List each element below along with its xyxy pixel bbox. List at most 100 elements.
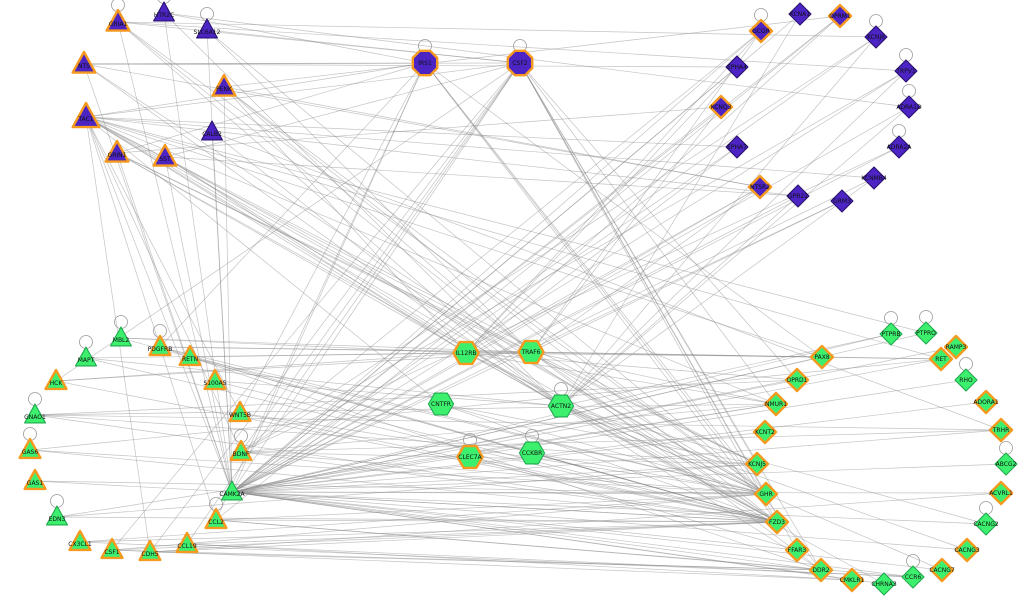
- node-shape-diamond[interactable]: [839, 567, 865, 593]
- node-HTR2C[interactable]: HTR2C: [153, 0, 175, 22]
- node-shape-triangle[interactable]: [71, 50, 97, 74]
- node-CMKLR1[interactable]: CMKLR1: [839, 567, 865, 593]
- node-shape-diamond[interactable]: [901, 565, 925, 589]
- node-shape-triangle[interactable]: [153, 1, 175, 22]
- node-CX3CL1[interactable]: CX3CL1: [68, 529, 92, 552]
- node-NMUR1[interactable]: NMUR1: [763, 391, 789, 417]
- node-shape-triangle[interactable]: [204, 507, 228, 530]
- node-shape-diamond[interactable]: [752, 419, 778, 445]
- node-shape-diamond[interactable]: [988, 480, 1014, 506]
- node-CSF1[interactable]: CSF1: [100, 537, 124, 560]
- node-shape-diamond[interactable]: [943, 334, 969, 360]
- node-NTSR2[interactable]: NTSR2: [747, 174, 773, 200]
- node-shape-diamond[interactable]: [744, 451, 770, 477]
- node-CACNG7[interactable]: CACNG7: [929, 557, 955, 583]
- node-shape-triangle[interactable]: [18, 437, 42, 460]
- node-CDH5[interactable]: CDH5: [138, 539, 162, 562]
- node-shape-diamond[interactable]: [753, 481, 779, 507]
- node-shape-triangle[interactable]: [44, 368, 68, 391]
- node-shape-diamond[interactable]: [725, 55, 749, 79]
- node-shape-diamond[interactable]: [784, 367, 810, 393]
- node-shape-diamond[interactable]: [788, 2, 812, 26]
- node-shape-octagon[interactable]: [411, 49, 439, 77]
- node-IL12RB[interactable]: IL12RB: [452, 340, 480, 366]
- node-shape-diamond[interactable]: [864, 25, 888, 49]
- node-shape-triangle[interactable]: [71, 101, 101, 129]
- node-shape-diamond[interactable]: [887, 135, 911, 159]
- node-ADRA1D[interactable]: ADRA1D: [896, 84, 922, 119]
- node-shape-triangle[interactable]: [24, 403, 47, 424]
- node-WNT5B[interactable]: WNT5B: [228, 400, 252, 423]
- node-shape-diamond[interactable]: [973, 389, 999, 415]
- node-GHR[interactable]: GHR: [753, 481, 779, 507]
- node-HCK[interactable]: HCK: [44, 368, 68, 391]
- node-shape-triangle[interactable]: [203, 368, 227, 391]
- node-shape-diamond[interactable]: [914, 321, 938, 345]
- node-RHO[interactable]: RHO: [954, 357, 978, 392]
- node-shape-diamond[interactable]: [928, 346, 954, 372]
- node-shape-diamond[interactable]: [808, 557, 834, 583]
- node-shape-triangle[interactable]: [221, 480, 243, 501]
- node-shape-triangle[interactable]: [228, 400, 252, 423]
- node-KCNQ3[interactable]: KCNQ3: [708, 94, 734, 120]
- node-CACNG3[interactable]: CACNG3: [954, 537, 980, 563]
- node-shape-diamond[interactable]: [830, 189, 854, 213]
- node-S100A5[interactable]: S100A5: [203, 368, 227, 391]
- node-KCNMB4[interactable]: KCNMB4: [861, 166, 887, 190]
- node-KCNT2[interactable]: KCNT2: [752, 419, 778, 445]
- node-shape-hexagon[interactable]: [518, 441, 546, 465]
- node-BDNF[interactable]: BDNF: [229, 429, 253, 462]
- node-shape-triangle[interactable]: [74, 346, 98, 367]
- node-GPR22[interactable]: GPR22: [786, 184, 810, 208]
- node-shape-triangle[interactable]: [148, 334, 172, 357]
- node-shape-triangle[interactable]: [201, 120, 223, 141]
- node-shape-triangle[interactable]: [178, 344, 202, 367]
- node-shape-triangle[interactable]: [229, 439, 253, 462]
- node-shape-diamond[interactable]: [974, 512, 998, 536]
- node-shape-hexagon[interactable]: [427, 392, 455, 416]
- node-shape-triangle[interactable]: [196, 18, 218, 39]
- node-PTPRO[interactable]: PTPRO: [914, 310, 938, 345]
- node-shape-diamond[interactable]: [954, 537, 980, 563]
- node-PENK[interactable]: PENK: [211, 73, 237, 97]
- node-GNAO1[interactable]: GNAO1: [24, 392, 47, 424]
- node-shape-triangle[interactable]: [104, 139, 130, 163]
- node-shape-triangle[interactable]: [152, 143, 178, 167]
- node-KCNJ6[interactable]: KCNJ6: [864, 14, 888, 49]
- node-NTS[interactable]: NTS: [71, 50, 97, 74]
- node-shape-diamond[interactable]: [763, 391, 789, 417]
- node-shape-hexagon[interactable]: [517, 339, 545, 365]
- node-EDN3[interactable]: EDN3: [45, 494, 69, 526]
- node-shape-diamond[interactable]: [872, 572, 896, 596]
- node-shape-triangle[interactable]: [138, 539, 162, 562]
- node-CSF2[interactable]: CSF2: [506, 39, 534, 77]
- node-shape-octagon[interactable]: [506, 49, 534, 77]
- node-shape-hexagon[interactable]: [547, 394, 575, 418]
- node-CCL19[interactable]: CCL19: [175, 531, 199, 554]
- node-TRHR[interactable]: TRHR: [988, 417, 1014, 443]
- node-FZD3[interactable]: FZD3: [764, 509, 790, 535]
- node-shape-diamond[interactable]: [879, 322, 903, 346]
- node-SST[interactable]: SST: [152, 143, 178, 167]
- node-CCR6[interactable]: CCR6: [901, 554, 925, 589]
- node-TAC1[interactable]: TAC1: [71, 101, 101, 129]
- node-GAS6[interactable]: GAS6: [18, 427, 42, 460]
- node-CNTFR[interactable]: CNTFR: [427, 392, 455, 416]
- node-ABCG2[interactable]: ABCG2: [994, 441, 1018, 476]
- node-TRAF6[interactable]: TRAF6: [517, 339, 545, 365]
- node-GRIA1[interactable]: GRIA1: [105, 0, 131, 32]
- node-shape-triangle[interactable]: [109, 326, 132, 347]
- node-shape-diamond[interactable]: [862, 166, 886, 190]
- node-GAS1[interactable]: GAS1: [23, 468, 47, 491]
- node-shape-diamond[interactable]: [725, 135, 749, 159]
- node-shape-triangle[interactable]: [100, 537, 124, 560]
- node-shape-triangle[interactable]: [68, 529, 92, 552]
- node-shape-triangle[interactable]: [45, 505, 69, 526]
- node-ADRA2A[interactable]: ADRA2A: [887, 124, 913, 159]
- node-shape-triangle[interactable]: [175, 531, 199, 554]
- node-shape-triangle[interactable]: [105, 8, 131, 32]
- node-shape-hexagon[interactable]: [456, 444, 484, 470]
- node-shape-diamond[interactable]: [764, 509, 790, 535]
- node-shape-diamond[interactable]: [784, 537, 810, 563]
